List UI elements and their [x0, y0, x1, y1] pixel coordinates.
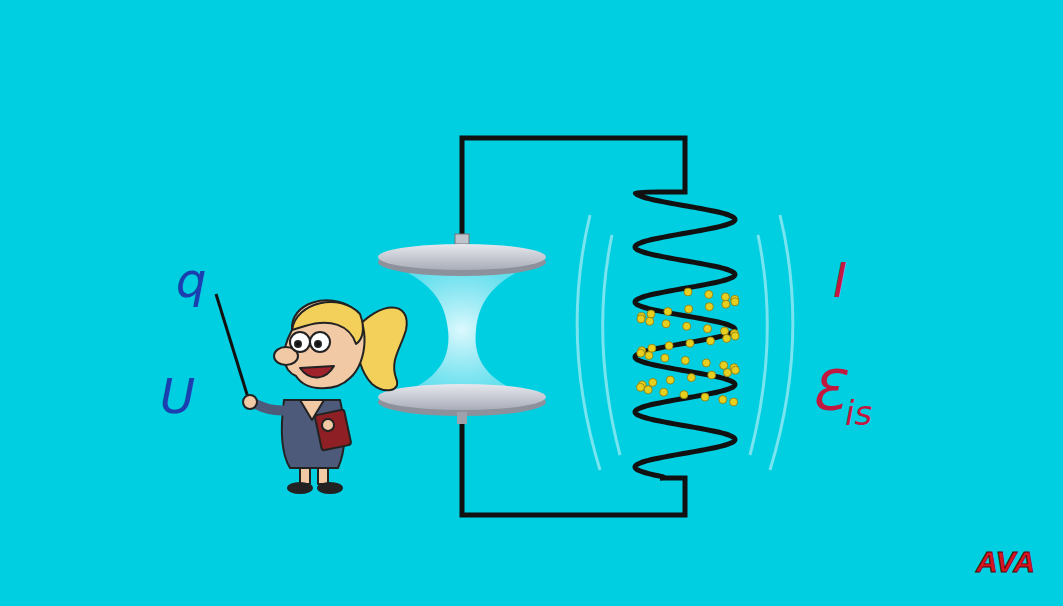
watermark: AVA — [976, 547, 1035, 577]
voltage-label: U — [160, 372, 195, 420]
field-line — [603, 235, 620, 455]
charge-dot — [660, 388, 668, 396]
charge-dot — [644, 386, 652, 394]
charge-dot — [647, 310, 655, 318]
inductor-coil — [635, 192, 739, 478]
charge-dot — [666, 376, 674, 384]
charge-dot — [723, 334, 731, 342]
charge-dot — [665, 342, 673, 350]
charge-dot — [637, 315, 645, 323]
charge-dot — [680, 391, 688, 399]
charge-dot — [649, 378, 657, 386]
charge-dot — [686, 339, 694, 347]
electric-field — [385, 262, 539, 398]
charge-dot — [721, 293, 729, 301]
charge-dot — [664, 308, 672, 316]
charge-dot — [687, 374, 695, 382]
charge-dot — [730, 398, 738, 406]
charge-dot — [707, 337, 715, 345]
charge-dot — [685, 305, 693, 313]
emf-label: Ɛ — [810, 362, 844, 418]
charge-dot — [661, 354, 669, 362]
current-label: I — [833, 256, 847, 304]
emf-subscript: is — [845, 396, 872, 430]
charge-dot — [662, 320, 670, 328]
teacher-cartoon — [216, 294, 407, 493]
charge-dot — [702, 359, 710, 367]
charge-dot — [719, 396, 727, 404]
charge-dot — [731, 332, 739, 340]
charge-dot — [731, 366, 739, 374]
charge-dot — [705, 290, 713, 298]
charge-dot — [704, 325, 712, 333]
field-line — [750, 235, 767, 455]
charge-dot — [645, 352, 653, 360]
charge-dot — [705, 303, 713, 311]
charge-dot — [721, 327, 729, 335]
charge-dot — [683, 322, 691, 330]
charge-label: q — [176, 256, 206, 304]
charge-dot — [637, 383, 645, 391]
charge-dot — [722, 300, 730, 308]
field-line — [770, 215, 793, 470]
charge-dot — [723, 369, 731, 377]
charge-dot — [648, 344, 656, 352]
charge-dot — [637, 349, 645, 357]
charge-dot — [708, 371, 716, 379]
charge-dot — [701, 393, 709, 401]
charge-dot — [684, 288, 692, 296]
charge-dot — [646, 317, 654, 325]
charge-dot — [681, 356, 689, 364]
field-line — [577, 215, 600, 470]
coil-winding — [635, 192, 735, 478]
charge-dot — [720, 361, 728, 369]
charge-dot — [731, 298, 739, 306]
